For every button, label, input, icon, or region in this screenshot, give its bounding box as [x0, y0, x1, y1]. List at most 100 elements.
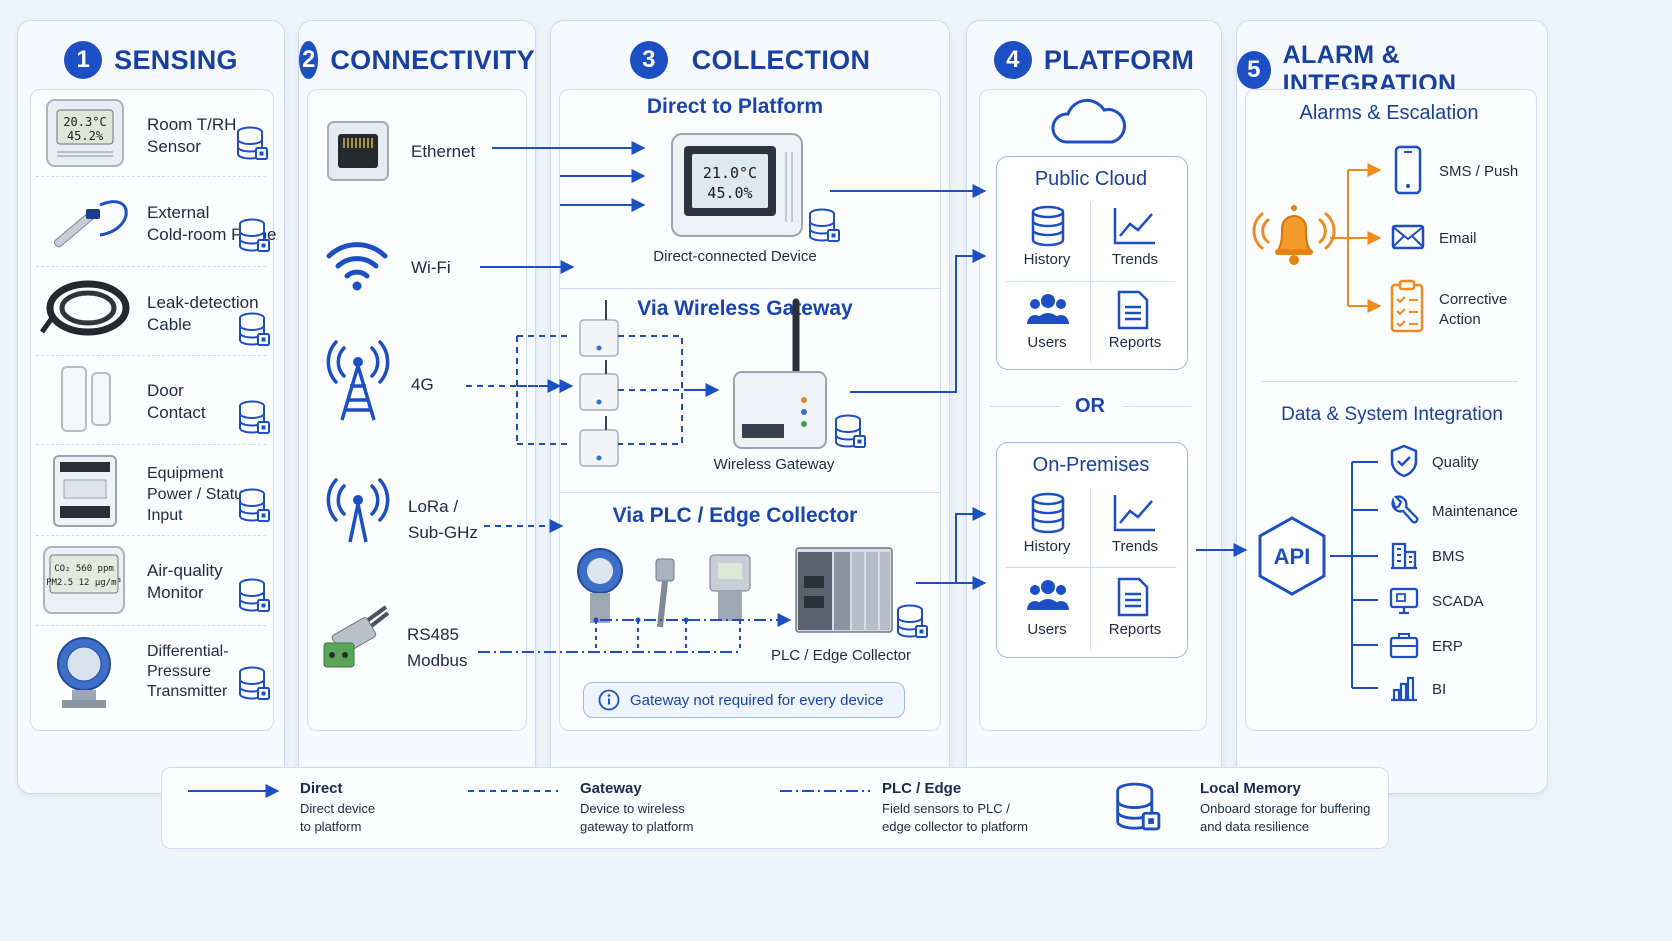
or-label: OR	[1075, 395, 1105, 417]
briefcase-icon	[1389, 633, 1419, 659]
door-contact-icon	[61, 366, 111, 432]
building-icon	[1391, 542, 1417, 570]
sensor-label: Leak-detection Cable	[147, 293, 259, 334]
users-icon	[1026, 294, 1070, 324]
integration-label: Maintenance	[1432, 503, 1518, 520]
legend-gateway-desc: Device to wireless gateway to platform	[580, 801, 694, 834]
row-divider	[36, 355, 266, 356]
panel-title: COLLECTION	[691, 44, 871, 75]
row-divider	[36, 266, 266, 267]
step-number-badge: 3	[629, 41, 668, 79]
users-icon	[1026, 580, 1070, 610]
connectivity-label: Ethernet	[411, 142, 476, 161]
connectivity-label: 4G	[411, 375, 434, 394]
tile-divider-vertical	[1090, 202, 1091, 362]
alarm-item-label: SMS / Push	[1439, 163, 1519, 180]
integration-label: ERP	[1432, 638, 1463, 655]
sensor-label: Equipment Power / Status Input	[147, 465, 252, 524]
history-icon	[1031, 205, 1065, 247]
connectivity-header: 2 CONNECTIVITY	[299, 41, 535, 79]
tile-label-history: History	[1023, 251, 1071, 268]
email-icon	[1391, 224, 1425, 250]
tile-label-trends: Trends	[1111, 251, 1159, 268]
integration-label: BI	[1432, 681, 1447, 698]
wireless-gateway-caption: Wireless Gateway	[713, 456, 835, 473]
wireless-node-icon	[579, 300, 619, 467]
rs485-connector-icon	[323, 605, 390, 668]
legend-memory-icon	[1116, 782, 1161, 831]
step-number-badge: 1	[64, 41, 103, 79]
row-divider	[36, 625, 266, 626]
on-premises-box[interactable]	[996, 442, 1188, 658]
checklist-icon	[1390, 279, 1424, 333]
plc-collector-caption: PLC / Edge Collector	[770, 647, 912, 664]
legend-direct-line	[188, 784, 280, 798]
panel-title: SENSING	[114, 44, 238, 75]
room-sensor-readout-temp: 20.3°C	[63, 115, 106, 129]
alarm-item-label: Corrective Action	[1439, 291, 1508, 328]
legend-direct-desc: Direct device to platform	[300, 801, 376, 834]
sensor-label: External Cold-room Probe	[147, 203, 276, 244]
or-divider-right	[1122, 406, 1192, 407]
mobile-phone-icon	[1394, 145, 1422, 195]
section-divider	[560, 492, 940, 493]
connectivity-label: RS485 Modbus	[407, 625, 468, 670]
step-number-badge: 4	[993, 41, 1032, 79]
tile-label-trends: Trends	[1111, 538, 1159, 555]
row-divider	[36, 176, 266, 177]
platform-header: 4 PLATFORM	[967, 41, 1221, 79]
step-number-badge: 5	[1237, 51, 1271, 89]
tile-divider	[1006, 567, 1176, 568]
tile-label-reports: Reports	[1108, 621, 1162, 638]
connectivity-label: Wi-Fi	[411, 258, 451, 277]
integration-label: BMS	[1432, 548, 1465, 565]
info-icon	[598, 689, 620, 711]
direct-readout-temp: 21.0°C	[703, 164, 757, 182]
wireless-gateway-image	[733, 298, 827, 449]
pressure-transmitter-icon	[57, 637, 111, 708]
room-sensor-readout-rh: 45.2%	[67, 129, 104, 143]
row-divider	[36, 444, 266, 445]
power-input-icon	[53, 455, 117, 527]
direct-device-image: 21.0°C 45.0%	[671, 133, 803, 237]
sensor-label: Room T/RH Sensor	[147, 115, 237, 156]
panel-title: CONNECTIVITY	[330, 44, 535, 75]
trends-icon	[1113, 495, 1155, 532]
tile-divider-vertical	[1090, 488, 1091, 650]
tile-label-reports: Reports	[1108, 334, 1162, 351]
row-divider	[36, 535, 266, 536]
cloud-icon	[1051, 98, 1126, 144]
sensor-label: Door Contact	[147, 381, 206, 422]
on-premises-title: On-Premises	[1032, 454, 1150, 476]
step-number-badge: 2	[299, 41, 319, 79]
gateway-note: Gateway not required for every device	[583, 682, 905, 718]
public-cloud-box[interactable]	[996, 156, 1188, 370]
alarm-bell-icon	[1252, 205, 1336, 265]
wifi-icon	[326, 242, 388, 291]
direct-readout-rh: 45.0%	[707, 184, 752, 202]
wrench-icon	[1391, 495, 1419, 524]
sensor-label: Differential- Pressure Transmitter	[147, 643, 229, 700]
trends-icon	[1113, 208, 1155, 245]
air-readout-pm: PM2.5 12 μg/m³	[46, 578, 122, 588]
field-sensors-image	[577, 548, 751, 628]
alarm-area	[1245, 89, 1537, 731]
reports-icon	[1117, 290, 1149, 330]
connectivity-label: LoRa / Sub-GHz	[408, 497, 478, 542]
api-label: API	[1274, 544, 1311, 569]
api-hexagon-icon[interactable]: API	[1256, 515, 1328, 597]
alarms-section-title: Alarms & Escalation	[1299, 102, 1479, 124]
sensing-header: 1 SENSING	[18, 41, 284, 79]
bar-chart-icon	[1391, 676, 1417, 702]
collection-header: 3 COLLECTION	[551, 41, 949, 79]
air-readout-co2: CO₂ 560 ppm	[54, 564, 114, 574]
history-icon	[1031, 492, 1065, 534]
alarm-item-label: Email	[1439, 230, 1477, 247]
gateway-note-text: Gateway not required for every device	[630, 691, 884, 709]
public-cloud-title: Public Cloud	[1034, 168, 1148, 190]
integration-label: SCADA	[1432, 593, 1484, 610]
section-divider	[1262, 381, 1518, 382]
integration-section-title: Data & System Integration	[1281, 404, 1503, 425]
direct-device-caption: Direct-connected Device	[653, 248, 817, 265]
